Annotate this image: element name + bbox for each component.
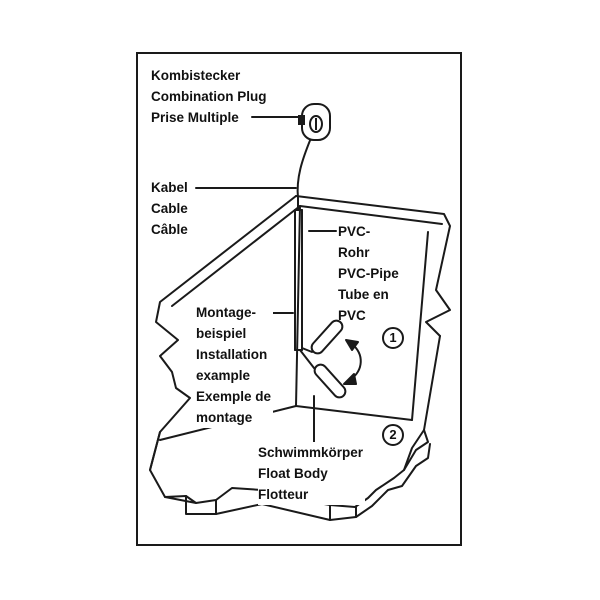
cable-label: Kabel Cable Câble xyxy=(151,177,191,240)
pvc-pipe-label-line5: PVC xyxy=(338,308,366,323)
installation-label-line1: Montage- xyxy=(196,305,256,320)
float-body-raised-cable xyxy=(302,348,312,352)
left-wall-outer-edge xyxy=(150,196,296,503)
left-wall-top-inner-edge xyxy=(172,206,300,306)
cable-label-en: Cable xyxy=(151,201,188,216)
plug-label-en: Combination Plug xyxy=(151,89,267,104)
pvc-pipe-label-line3: PVC-Pipe xyxy=(338,266,399,281)
inside-corner-edge xyxy=(296,206,300,406)
cable-label-fr: Câble xyxy=(151,222,188,237)
floor-slab-bottom xyxy=(216,444,430,520)
floor-back-right-edge xyxy=(296,406,412,420)
pvc-pipe-label: PVC- Rohr PVC-Pipe Tube en PVC xyxy=(338,221,399,326)
floor-front-thickness xyxy=(186,496,216,514)
plug-label: Kombistecker Combination Plug Prise Mult… xyxy=(151,65,267,128)
float-label-fr: Flotteur xyxy=(258,487,309,502)
float-body-label: Schwimmkörper Float Body Flotteur xyxy=(258,442,366,505)
marker-1-circle xyxy=(383,328,403,348)
marker-2-circle xyxy=(383,425,403,445)
pvc-pipe-label-line2: Rohr xyxy=(338,245,370,260)
right-wall-top-inner-edge xyxy=(300,206,442,224)
combination-plug-icon xyxy=(299,104,330,140)
float-label-de: Schwimmkörper xyxy=(258,445,364,460)
right-wall-lower-edge xyxy=(404,336,440,470)
pvc-pipe-label-line4: Tube en xyxy=(338,287,389,302)
installation-label-line2: beispiel xyxy=(196,326,247,341)
left-wall-thickness xyxy=(150,432,160,470)
plug-label-de: Kombistecker xyxy=(151,68,241,83)
float-body-lowered-cable xyxy=(300,350,314,368)
float-body-raised xyxy=(309,318,345,356)
arrow-head-down xyxy=(344,374,356,384)
plug-label-fr: Prise Multiple xyxy=(151,110,239,125)
pvc-pipe-label-line1: PVC- xyxy=(338,224,371,239)
installation-label-line6: montage xyxy=(196,410,253,425)
float-label-en: Float Body xyxy=(258,466,328,481)
right-wall-top-edge xyxy=(296,196,450,336)
float-body-lowered xyxy=(312,362,348,400)
marker-1-label: 1 xyxy=(389,330,397,345)
cable-label-de: Kabel xyxy=(151,177,191,198)
right-wall-inner-edge xyxy=(412,232,428,420)
installation-label-line4: example xyxy=(196,368,251,383)
marker-2-label: 2 xyxy=(389,427,397,442)
installation-example-label: Montage- beispiel Installation example E… xyxy=(196,302,274,428)
cable-line xyxy=(298,138,311,210)
installation-label-line3: Installation xyxy=(196,347,268,362)
arrow-head-up xyxy=(346,340,358,350)
installation-label-line5: Exemple de xyxy=(196,389,272,404)
